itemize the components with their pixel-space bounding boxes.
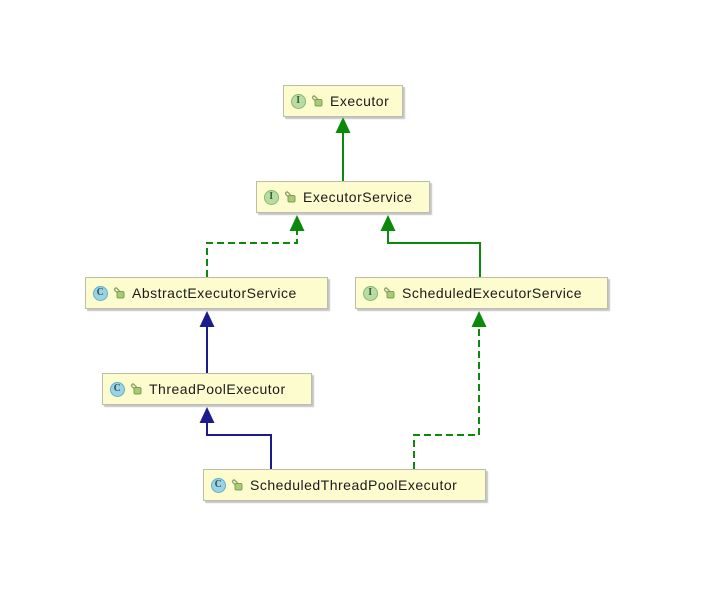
lock-icon	[130, 383, 142, 395]
lock-icon	[113, 287, 125, 299]
class-icon: C	[93, 285, 108, 301]
lock-icon	[383, 287, 395, 299]
class-name-label: ScheduledThreadPoolExecutor	[250, 477, 458, 493]
class-name-label: AbstractExecutorService	[132, 285, 297, 301]
class-node-executor[interactable]: I Executor	[283, 85, 403, 117]
class-node-thread-pool-executor[interactable]: C ThreadPoolExecutor	[102, 373, 312, 405]
edge-scheduledthreadpoolexecutor-implements-scheduledexecutorservice	[413, 311, 487, 469]
class-node-abstract-executor-service[interactable]: C AbstractExecutorService	[85, 277, 328, 309]
class-name-label: ScheduledExecutorService	[402, 285, 583, 301]
class-node-scheduled-executor-service[interactable]: I ScheduledExecutorService	[355, 277, 608, 309]
interface-icon: I	[291, 93, 306, 109]
lock-icon	[231, 479, 243, 491]
edge-scheduledexecutorservice-extends-executorservice	[380, 215, 481, 277]
edge-scheduledthreadpoolexecutor-extends-threadpoolexecutor	[199, 407, 272, 469]
lock-icon	[311, 95, 323, 107]
edge-executorservice-extends-executor	[335, 117, 351, 181]
class-name-label: ExecutorService	[303, 189, 413, 205]
edge-abstractexecutorservice-implements-executorservice	[206, 215, 305, 277]
edge-threadpoolexecutor-extends-abstractexecutorservice	[199, 311, 215, 373]
interface-icon: I	[264, 189, 279, 205]
lock-icon	[284, 191, 296, 203]
class-node-scheduled-thread-pool-executor[interactable]: C ScheduledThreadPoolExecutor	[203, 469, 486, 501]
class-icon: C	[110, 381, 125, 397]
interface-icon: I	[363, 285, 378, 301]
class-name-label: Executor	[330, 93, 390, 109]
class-node-executor-service[interactable]: I ExecutorService	[256, 181, 430, 213]
class-name-label: ThreadPoolExecutor	[149, 381, 286, 397]
class-icon: C	[211, 477, 226, 493]
